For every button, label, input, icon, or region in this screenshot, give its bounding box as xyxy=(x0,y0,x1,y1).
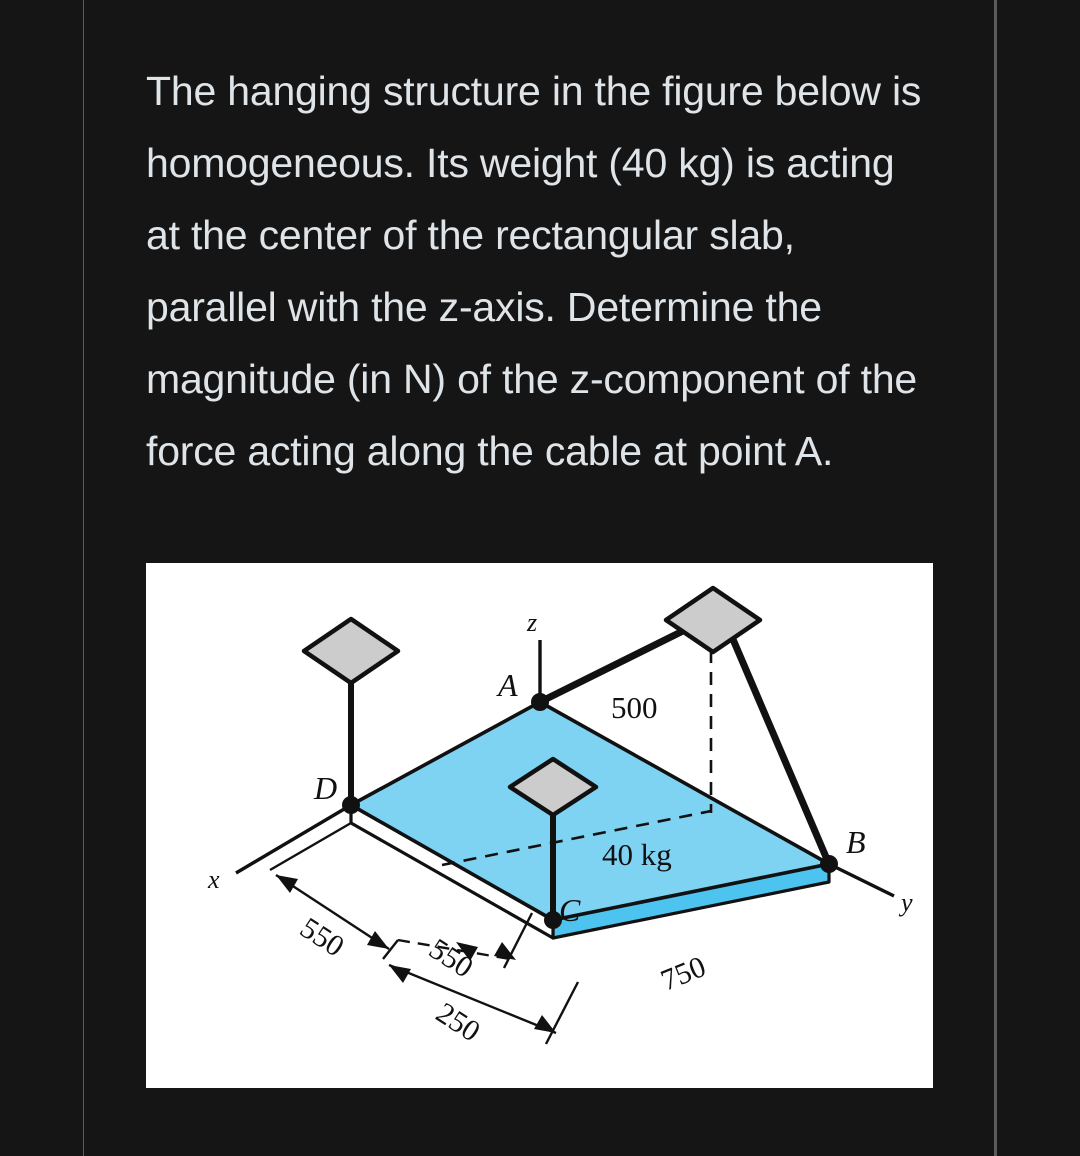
point-b-dot xyxy=(820,855,838,873)
slab-diagonal-dashed xyxy=(441,809,712,867)
ext-line-d xyxy=(269,821,352,872)
support-plate-center xyxy=(507,756,599,818)
dim-550-lower-line xyxy=(388,963,557,1035)
point-a-dot xyxy=(531,693,549,711)
cable-a xyxy=(538,619,701,706)
z-axis-label: z xyxy=(526,608,537,637)
ext-line-break xyxy=(382,939,399,960)
point-b-label: B xyxy=(846,824,866,860)
dim-750-label: 750 xyxy=(656,950,710,997)
point-d-dot xyxy=(342,796,360,814)
figure-panel: z x y A B xyxy=(146,563,933,1088)
question-text: The hanging structure in the figure belo… xyxy=(146,68,922,474)
page-rule-right xyxy=(994,0,997,1156)
point-c-dot xyxy=(544,911,562,929)
cable-b xyxy=(722,621,833,866)
dim-550-upper-line xyxy=(275,873,390,951)
support-plate-top-right xyxy=(663,585,763,655)
dim-500-label: 500 xyxy=(611,690,658,725)
statics-figure: z x y A B xyxy=(207,585,913,1048)
point-c-label: C xyxy=(559,892,581,928)
ext-line-250-right xyxy=(502,912,534,969)
content-column: The hanging structure in the figure belo… xyxy=(84,0,994,1156)
y-axis-label: y xyxy=(898,888,913,917)
y-axis-line xyxy=(828,862,895,898)
dim-250-label: 550 xyxy=(423,932,479,984)
support-plate-upper-left xyxy=(301,616,401,686)
ext-line-550-lower-right xyxy=(544,981,580,1045)
x-axis-line xyxy=(235,803,352,875)
dim-550-lower-label: 250 xyxy=(430,996,486,1048)
x-axis-label: x xyxy=(207,865,220,894)
weight-label: 40 kg xyxy=(602,837,672,872)
point-a-label: A xyxy=(496,667,518,703)
point-d-label: D xyxy=(313,770,337,806)
